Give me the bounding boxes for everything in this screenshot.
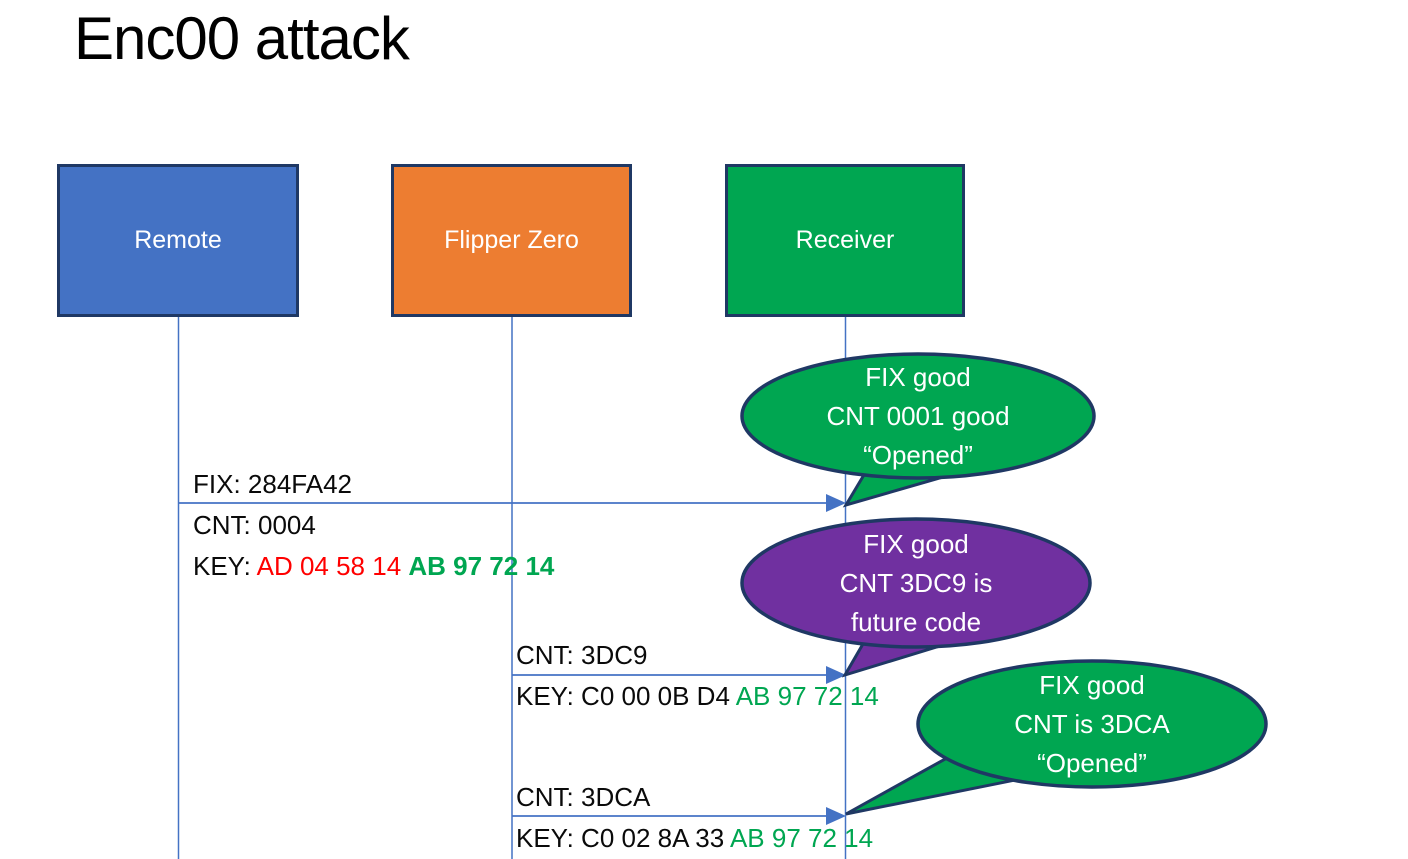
actor-label-remote: Remote	[134, 226, 222, 254]
msg1-key-red-bytes: AD 04 58 14	[256, 551, 409, 581]
msg1-cnt-text: CNT: 0004	[193, 510, 316, 540]
callout-1-text: FIX good CNT 0001 good “Opened”	[742, 356, 1094, 476]
actor-box-remote: Remote	[57, 164, 299, 317]
actor-box-receiver: Receiver	[725, 164, 965, 317]
arrowhead-msg2	[826, 666, 846, 684]
msg3-key-label: KEY: C0 02 8A 33 AB 97 72 14	[516, 822, 873, 854]
arrowhead-msg1	[826, 494, 846, 512]
callout-2-text: FIX good CNT 3DC9 is future code	[742, 521, 1090, 645]
callout-3-text: FIX good CNT is 3DCA “Opened”	[918, 662, 1266, 786]
msg2-key-label: KEY: C0 00 0B D4 AB 97 72 14	[516, 680, 879, 712]
msg3-key-prefix: KEY: C0 02 8A 33	[516, 823, 730, 853]
msg1-cnt-label: CNT: 0004	[193, 509, 316, 541]
msg2-key-prefix: KEY: C0 00 0B D4	[516, 681, 736, 711]
msg3-cnt-label: CNT: 3DCA	[516, 781, 650, 813]
callout-1-bubble	[740, 352, 1096, 480]
msg2-key-green-bytes: AB 97 72 14	[735, 681, 879, 711]
msg1-key-label: KEY: AD 04 58 14 AB 97 72 14	[193, 550, 554, 582]
callout-1-line1: FIX good	[865, 361, 971, 392]
callout-2-line2: CNT 3DC9 is	[839, 567, 993, 598]
actor-label-receiver: Receiver	[795, 226, 895, 254]
page-title: Enc00 attack	[74, 5, 410, 72]
msg3-key-green-bytes: AB 97 72 14	[729, 823, 874, 853]
msg2-cnt-text: CNT: 3DC9	[516, 640, 648, 670]
callout-3-line1: FIX good	[1039, 669, 1145, 700]
callout-3-bubble	[916, 659, 1268, 789]
callout-3-line3: “Opened”	[1037, 747, 1147, 778]
callout-1-line2: CNT 0001 good	[826, 400, 1010, 431]
msg1-key-prefix: KEY:	[193, 551, 257, 581]
callout-2-line1: FIX good	[863, 528, 969, 559]
actor-label-flipper-zero: Flipper Zero	[444, 226, 579, 254]
callout-2-bubble	[740, 517, 1092, 649]
arrowhead-msg3	[826, 807, 846, 825]
actor-box-flipper-zero: Flipper Zero	[391, 164, 632, 317]
msg2-cnt-label: CNT: 3DC9	[516, 639, 647, 671]
msg1-fix-label: FIX: 284FA42	[193, 468, 352, 500]
callout-3-line2: CNT is 3DCA	[1014, 708, 1170, 739]
callout-1-line3: “Opened”	[863, 439, 973, 470]
msg3-cnt-text: CNT: 3DCA	[516, 782, 651, 812]
callout-2-line3: future code	[850, 606, 982, 637]
msg1-key-green-bytes: AB 97 72 14	[408, 551, 555, 581]
msg1-fix-text: FIX: 284FA42	[193, 469, 352, 499]
